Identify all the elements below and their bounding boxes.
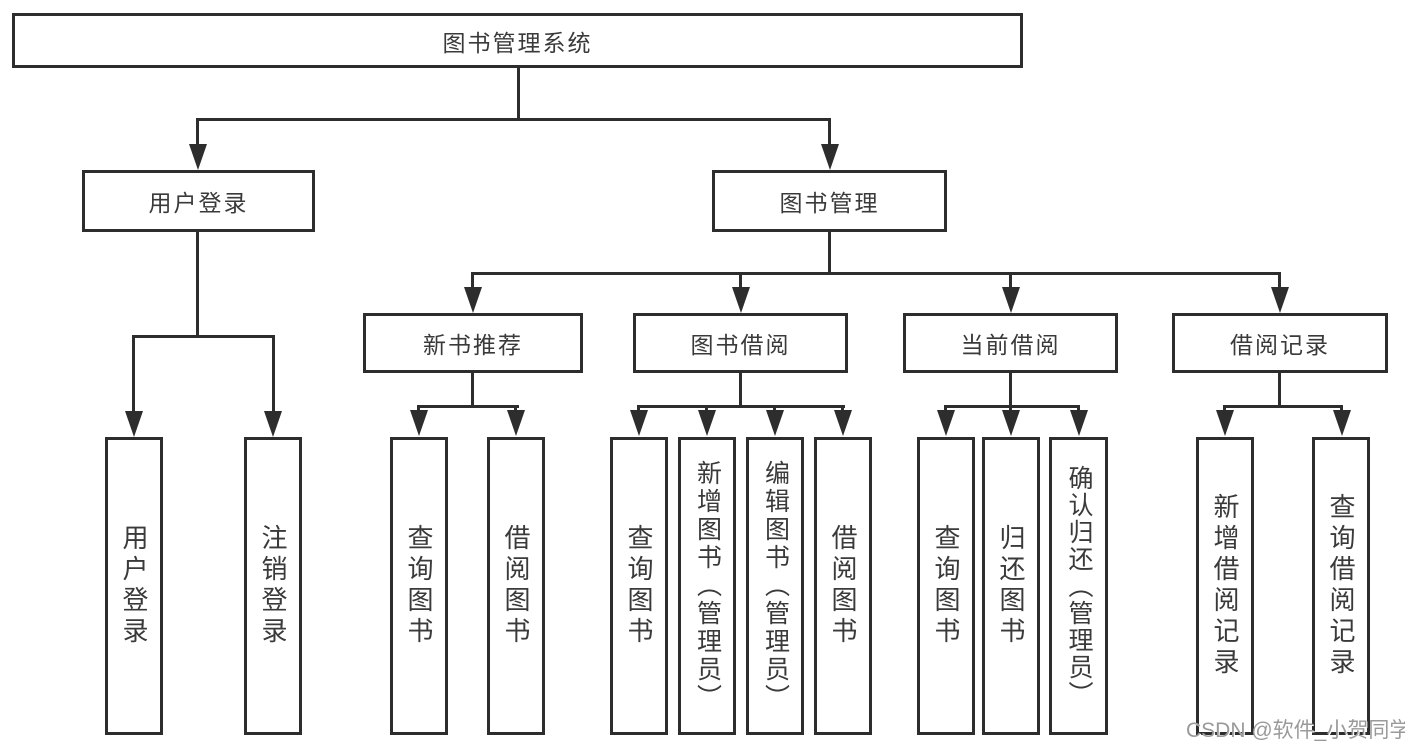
connector-line xyxy=(132,335,135,415)
node-book-management-label: 图书管理 xyxy=(779,190,880,216)
arrow-head xyxy=(766,410,784,436)
leaf-query-book-borrow-label: 查询图书 xyxy=(624,524,654,648)
leaf-user-login: 用户登录 xyxy=(105,437,163,735)
arrow-head xyxy=(1002,410,1020,436)
node-root-label: 图书管理系统 xyxy=(442,29,593,56)
leaf-add-book-admin-label: 新增图书（管理员） xyxy=(693,460,722,712)
connector-line xyxy=(637,405,845,408)
arrow-head xyxy=(732,287,750,313)
arrow-head xyxy=(630,410,648,436)
connector-line xyxy=(471,272,474,290)
connector-line xyxy=(1278,373,1281,407)
leaf-query-book-current-label: 查询图书 xyxy=(931,524,961,648)
arrow-head xyxy=(1333,410,1351,436)
leaf-query-book-borrow: 查询图书 xyxy=(610,437,668,735)
connector-line xyxy=(739,373,742,407)
arrow-head xyxy=(264,411,282,437)
connector-line xyxy=(196,118,831,121)
leaf-logout: 注销登录 xyxy=(244,437,302,735)
connector-line xyxy=(1223,405,1343,408)
leaf-edit-book-admin-label: 编辑图书（管理员） xyxy=(761,460,790,712)
connector-line xyxy=(944,405,1080,408)
node-book-management: 图书管理 xyxy=(712,170,947,232)
leaf-borrow-book-label: 借阅图书 xyxy=(828,524,858,648)
connector-line xyxy=(828,232,831,274)
leaf-logout-label: 注销登录 xyxy=(258,524,288,648)
leaf-confirm-return-admin: 确认归还（管理员） xyxy=(1049,437,1108,735)
connector-line xyxy=(196,232,199,337)
arrow-head xyxy=(1271,287,1289,313)
leaf-query-borrow-record: 查询借阅记录 xyxy=(1312,437,1370,735)
leaf-return-book: 归还图书 xyxy=(982,437,1040,735)
leaf-query-book-current: 查询图书 xyxy=(917,437,975,735)
leaf-confirm-return-admin-label: 确认归还（管理员） xyxy=(1065,464,1093,708)
watermark: CSDN @软件_小贺同学 xyxy=(1186,719,1405,742)
arrow-head xyxy=(937,410,955,436)
node-current-borrow-label: 当前借阅 xyxy=(960,332,1061,358)
connector-line xyxy=(417,405,519,408)
connector-line xyxy=(1009,272,1012,290)
node-new-book-recommend: 新书推荐 xyxy=(363,313,583,373)
arrow-head xyxy=(698,410,716,436)
connector-line xyxy=(517,68,520,120)
leaf-borrow-book-recommend-label: 借阅图书 xyxy=(501,524,531,648)
leaf-add-book-admin: 新增图书（管理员） xyxy=(678,437,736,735)
node-book-borrow-label: 图书借阅 xyxy=(690,332,791,358)
connector-line xyxy=(1278,272,1281,290)
connector-line xyxy=(196,118,199,148)
leaf-query-book-recommend: 查询图书 xyxy=(390,437,448,735)
leaf-query-borrow-record-label: 查询借阅记录 xyxy=(1326,493,1356,679)
connector-line xyxy=(471,373,474,407)
node-current-borrow: 当前借阅 xyxy=(903,313,1118,373)
node-new-book-recommend-label: 新书推荐 xyxy=(423,332,523,358)
leaf-user-login-label: 用户登录 xyxy=(119,524,149,648)
arrow-head xyxy=(834,410,852,436)
arrow-head xyxy=(410,410,428,436)
connector-line xyxy=(739,272,742,290)
leaf-borrow-book: 借阅图书 xyxy=(814,437,872,735)
node-borrow-records-label: 借阅记录 xyxy=(1230,332,1330,358)
leaf-borrow-book-recommend: 借阅图书 xyxy=(487,437,545,735)
arrow-head xyxy=(1002,287,1020,313)
arrow-head xyxy=(1216,410,1234,436)
leaf-edit-book-admin: 编辑图书（管理员） xyxy=(746,437,804,735)
connector-line xyxy=(132,335,275,338)
node-book-borrow: 图书借阅 xyxy=(633,313,848,373)
leaf-add-borrow-record-label: 新增借阅记录 xyxy=(1210,493,1240,679)
node-user-login-label: 用户登录 xyxy=(148,190,249,216)
node-user-login: 用户登录 xyxy=(82,170,315,232)
connector-line xyxy=(471,272,1281,275)
connector-line xyxy=(272,335,275,415)
node-root: 图书管理系统 xyxy=(12,13,1023,68)
node-borrow-records: 借阅记录 xyxy=(1172,313,1388,373)
arrow-head xyxy=(821,144,839,170)
leaf-query-book-recommend-label: 查询图书 xyxy=(404,524,434,648)
arrow-head xyxy=(189,144,207,170)
arrow-head xyxy=(1070,410,1088,436)
leaf-return-book-label: 归还图书 xyxy=(996,524,1026,648)
connector-line xyxy=(1009,373,1012,407)
arrow-head xyxy=(507,410,525,436)
arrow-head xyxy=(464,287,482,313)
connector-line xyxy=(828,118,831,148)
leaf-add-borrow-record: 新增借阅记录 xyxy=(1196,437,1254,735)
arrow-head xyxy=(125,411,143,437)
